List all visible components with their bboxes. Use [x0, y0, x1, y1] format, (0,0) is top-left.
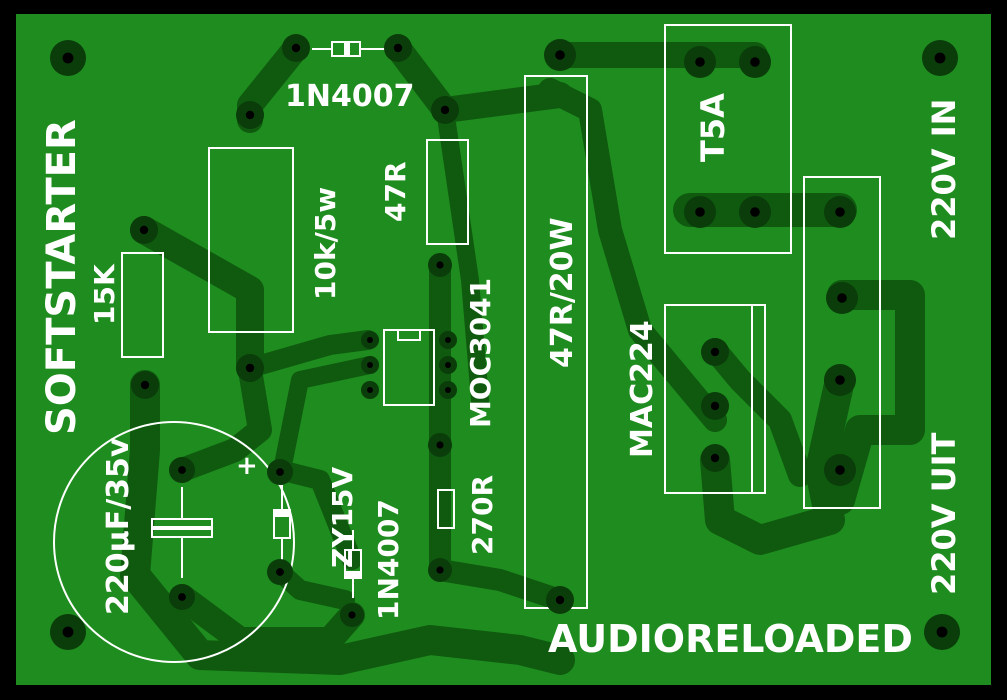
drill-hole — [348, 611, 356, 619]
drill-hole — [62, 52, 74, 64]
drill-hole — [445, 387, 451, 393]
drill-hole — [835, 465, 845, 475]
drill-hole — [710, 347, 720, 357]
drill-hole — [140, 380, 150, 390]
drill-hole — [367, 387, 373, 393]
board-title: SOFTSTARTER — [39, 119, 85, 435]
drill-hole — [555, 50, 565, 60]
drill-hole — [436, 566, 444, 574]
label-diode-bottom: 1N4007 — [372, 499, 405, 620]
drill-hole — [367, 362, 373, 368]
drill-hole — [934, 52, 946, 64]
drill-hole — [139, 225, 149, 235]
solder-pads — [50, 34, 960, 650]
drill-hole — [178, 466, 186, 474]
drill-hole — [367, 337, 373, 343]
label-diode-top: 1N4007 — [285, 79, 414, 114]
label-cap-polarity: + — [236, 451, 258, 481]
drill-hole — [245, 110, 255, 120]
drill-hole — [835, 207, 845, 217]
drill-hole — [440, 105, 450, 115]
drill-hole — [445, 337, 451, 343]
label-270r-resistor: 270R — [466, 475, 499, 555]
label-10k-resistor: 10k/5w — [309, 187, 342, 300]
drill-hole — [695, 57, 705, 67]
label-fuse: T5A — [694, 93, 732, 162]
label-47r-20w-resistor: 47R/20W — [545, 217, 580, 368]
drill-hole — [936, 626, 948, 638]
drill-hole — [393, 43, 403, 53]
label-47r-resistor: 47R — [379, 161, 412, 222]
brand-label: AUDIORELOADED — [548, 617, 913, 661]
drill-hole — [710, 453, 720, 463]
label-220v-out: 220V UIT — [925, 432, 963, 595]
drill-hole — [178, 593, 186, 601]
drill-hole — [276, 568, 284, 576]
drill-hole — [695, 207, 705, 217]
drill-hole — [750, 57, 760, 67]
drill-hole — [436, 261, 444, 269]
label-15k-resistor: 15K — [88, 263, 121, 325]
label-zener: ZY15V — [326, 466, 359, 568]
drill-hole — [276, 468, 284, 476]
drill-hole — [436, 441, 444, 449]
label-220v-in: 220V IN — [925, 99, 963, 240]
drill-hole — [837, 293, 847, 303]
drill-hole — [555, 595, 565, 605]
drill-hole — [245, 363, 255, 373]
drill-hole — [62, 626, 74, 638]
drill-hole — [750, 207, 760, 217]
drill-hole — [835, 375, 845, 385]
label-capacitor: 220µF/35v — [101, 437, 136, 615]
drill-hole — [710, 401, 720, 411]
drill-hole — [445, 362, 451, 368]
label-optocoupler: MOC3041 — [464, 278, 497, 428]
drill-hole — [291, 43, 301, 53]
label-triac: MAC224 — [625, 320, 660, 458]
